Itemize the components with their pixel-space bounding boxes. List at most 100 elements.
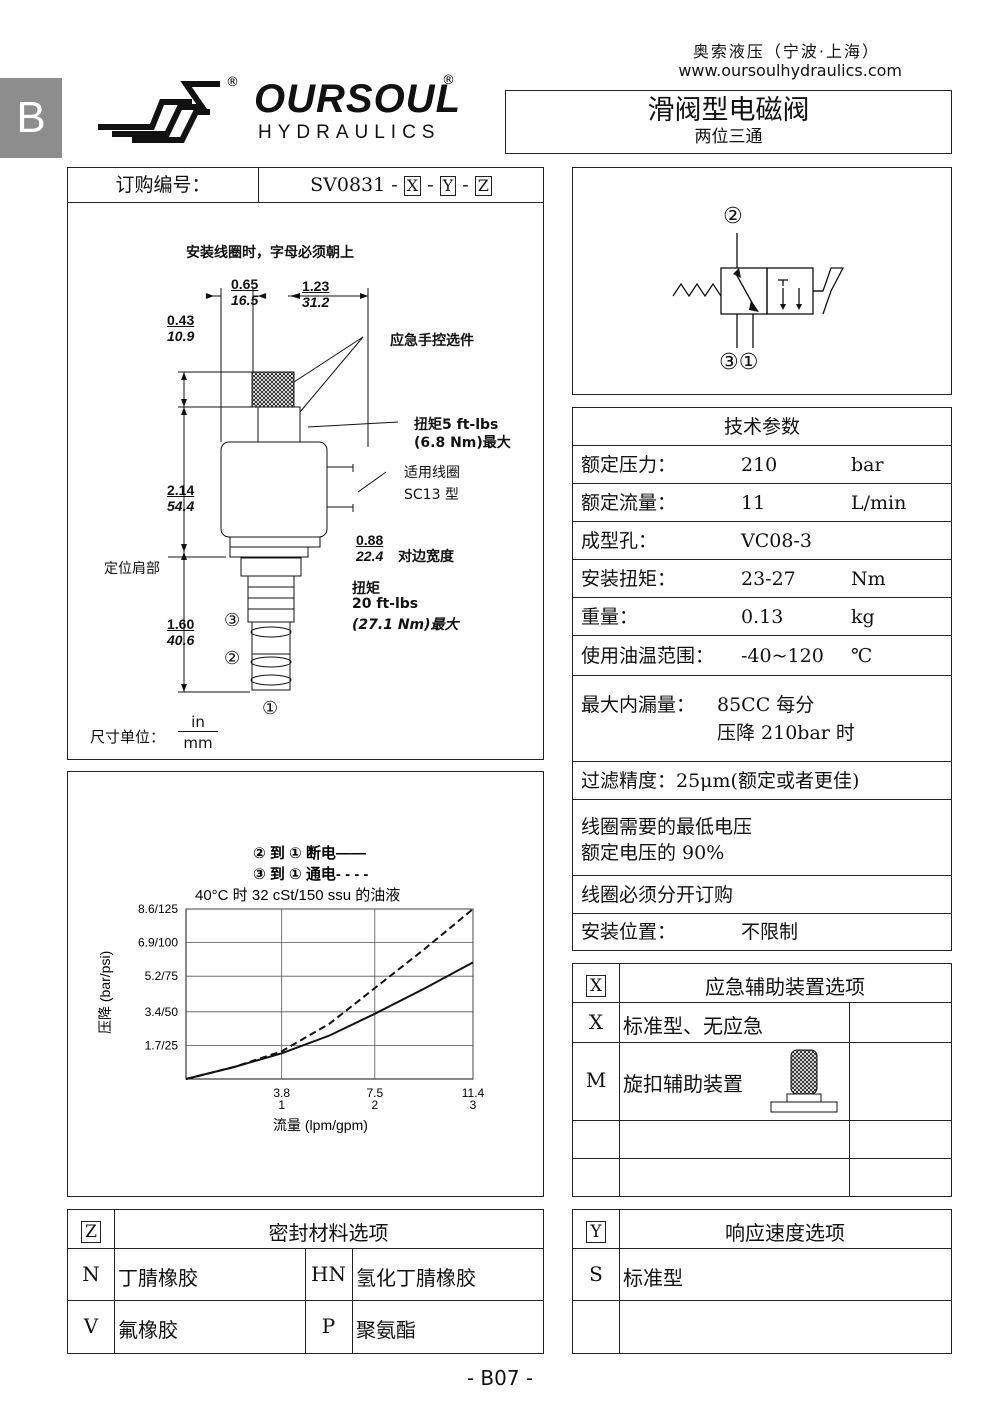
chart-ytick-label: 1.7/25 <box>145 1038 179 1052</box>
order-code-prefix: SV0831 - <box>310 174 398 196</box>
order-code-z: Z <box>474 176 492 196</box>
dim-1.23: 1.23 31.2 <box>302 278 329 310</box>
tech-key: 安装扭矩： <box>581 568 677 590</box>
unit-mm: mm <box>183 734 213 752</box>
order-code-dash-2: - <box>462 174 469 196</box>
coil-install-note: 安装线圈时，字母必须朝上 <box>186 245 354 261</box>
tech-value: -40~120 <box>741 645 824 667</box>
z-option-code: V <box>83 1314 99 1338</box>
order-code-label: 订购编号： <box>68 168 259 202</box>
product-title-box: 滑阀型电磁阀 两位三通 <box>505 90 952 154</box>
order-code-dash-1: - <box>427 174 434 196</box>
order-code: SV0831 - X - Y - Z <box>259 168 543 202</box>
hydraulic-symbol-panel: ② ③① <box>572 167 952 395</box>
z-option-text: 氟橡胶 <box>118 1318 178 1342</box>
x-options-table: X 应急辅助装置选项 X 标准型、无应急 M 旋扣辅助装置 <box>572 963 952 1197</box>
leakage-value-2: 压降 210bar 时 <box>717 722 855 744</box>
x-options-code: X <box>573 972 619 997</box>
z-option-text: 氢化丁腈橡胶 <box>356 1266 476 1290</box>
port-1-label: ① <box>262 698 279 719</box>
torque1-label-b: (6.8 Nm)最大 <box>414 435 511 451</box>
x-option-code: M <box>585 1068 607 1092</box>
dim-0.65-in: 0.65 <box>231 276 259 292</box>
dim-1.23-in: 1.23 <box>302 278 330 294</box>
tech-value: 11 <box>741 492 766 514</box>
shoulder-label: 定位肩部 <box>104 561 160 577</box>
z-option-code: N <box>82 1262 100 1286</box>
dim-0.43-mm: 10.9 <box>167 328 195 344</box>
x-options-header: 应急辅助装置选项 <box>705 975 865 999</box>
pressure-flow-chart: ② 到 ① 断电——③ 到 ① 通电- - - -40°C 时 32 cSt/1… <box>97 844 485 1133</box>
voltage-text-1: 线圈需要的最低电压 <box>581 816 753 838</box>
dim-0.43: 0.43 10.9 <box>167 312 194 344</box>
hex-label: 对边宽度 <box>398 549 454 565</box>
tech-unit: ℃ <box>851 645 873 667</box>
dim-0.65: 0.65 16.5 <box>231 276 258 308</box>
chart-xtick-label: 7.5 <box>366 1086 383 1100</box>
chart-ytick-label: 5.2/75 <box>145 969 179 983</box>
x-option-text: 旋扣辅助装置 <box>623 1072 743 1096</box>
torque2-label-c: (27.1 Nm)最大 <box>352 617 459 633</box>
chart-xtick-label-gpm: 2 <box>371 1098 378 1112</box>
y-options-header: 响应速度选项 <box>725 1221 845 1245</box>
chart-ytick-label: 8.6/125 <box>138 902 178 916</box>
tech-unit: bar <box>851 454 884 476</box>
z-options-header: 密封材料选项 <box>268 1221 389 1245</box>
dim-0.88: 0.88 22.4 <box>356 532 383 564</box>
logo-subtitle: HYDRAULICS <box>258 122 441 143</box>
x-option-text: 标准型、无应急 <box>623 1014 763 1038</box>
symbol-port-3-1: ③① <box>719 350 759 375</box>
valve-dimension-drawing <box>168 288 399 693</box>
z-option-code: P <box>321 1314 336 1338</box>
chart-xtick-label: 11.4 <box>462 1086 485 1100</box>
company-name: 奥索液压（宁波·上海） <box>692 42 880 61</box>
chart-series-solid-line <box>185 961 474 1080</box>
z-option-text: 聚氨酯 <box>356 1318 416 1342</box>
pressure-flow-chart-panel: ② 到 ① 断电——③ 到 ① 通电- - - -40°C 时 32 cSt/1… <box>67 771 544 1197</box>
dim-2.14-mm: 54.4 <box>167 498 195 514</box>
coil-label-b: SC13 型 <box>404 487 459 503</box>
tech-row-leakage: 最大内漏量： 85CC 每分 压降 210bar 时 <box>573 676 951 762</box>
tech-row-mount: 安装位置： 不限制 <box>573 914 951 950</box>
unit-label: 尺寸单位： <box>90 728 166 746</box>
tech-row: 重量： 0.13 kg <box>573 598 951 636</box>
coil-label-a: 适用线圈 <box>404 465 460 481</box>
dim-1.23-mm: 31.2 <box>302 294 330 310</box>
tech-value: 210 <box>741 454 778 476</box>
tech-row: 成型孔： VC08-3 <box>573 522 951 560</box>
override-label: 应急手控选件 <box>390 333 474 349</box>
tech-key: 额定压力： <box>581 454 677 476</box>
tech-unit: kg <box>851 606 875 628</box>
tech-header-text: 技术参数 <box>723 416 800 438</box>
section-tab: B <box>0 78 62 158</box>
tech-row: 安装扭矩： 23-27 Nm <box>573 560 951 598</box>
z-options-code: Z <box>68 1218 114 1243</box>
chart-xtick-label-gpm: 3 <box>470 1098 477 1112</box>
dim-0.88-in: 0.88 <box>356 532 384 548</box>
z-option-code: HN <box>311 1262 346 1286</box>
torque2-label-a: 扭矩 <box>352 581 380 597</box>
filter-text: 过滤精度：25μm(额定或者更佳) <box>581 770 860 792</box>
logo-reg-mark: ® <box>226 75 239 90</box>
tech-params-table: 技术参数 额定压力： 210 bar 额定流量： 11 L/min 成型孔： V… <box>572 407 952 951</box>
unit-in: in <box>178 713 218 732</box>
tech-row: 使用油温范围： -40~120 ℃ <box>573 636 951 676</box>
company-website[interactable]: www.oursoulhydraulics.com <box>678 61 902 80</box>
tech-row: 额定流量： 11 L/min <box>573 484 951 522</box>
valve-symbol <box>672 233 845 348</box>
tech-value: 23-27 <box>741 568 796 590</box>
torque2-label-b: 20 ft-lbs <box>352 596 419 612</box>
voltage-text-2: 额定电压的 90% <box>581 842 725 864</box>
order-code-panel: 订购编号： SV0831 - X - Y - Z 安装线圈时，字母必须朝上 <box>67 167 544 760</box>
mount-key: 安装位置： <box>581 921 677 943</box>
product-subtitle: 两位三通 <box>694 127 763 147</box>
leakage-key: 最大内漏量： <box>581 694 696 716</box>
manual-override-knob-icon <box>770 1049 838 1113</box>
z-options-table: Z 密封材料选项 N 丁腈橡胶 HN 氢化丁腈橡胶 V 氟橡胶 P 聚氨酯 <box>67 1209 544 1354</box>
tech-header: 技术参数 <box>573 408 951 446</box>
order-code-y: Y <box>439 176 457 196</box>
chart-legend-dashed: ③ 到 ① 通电- - - - <box>253 865 368 883</box>
y-options-code: Y <box>573 1218 619 1243</box>
y-options-table: Y 响应速度选项 S 标准型 <box>572 1209 952 1354</box>
dim-0.65-mm: 16.5 <box>231 292 259 308</box>
